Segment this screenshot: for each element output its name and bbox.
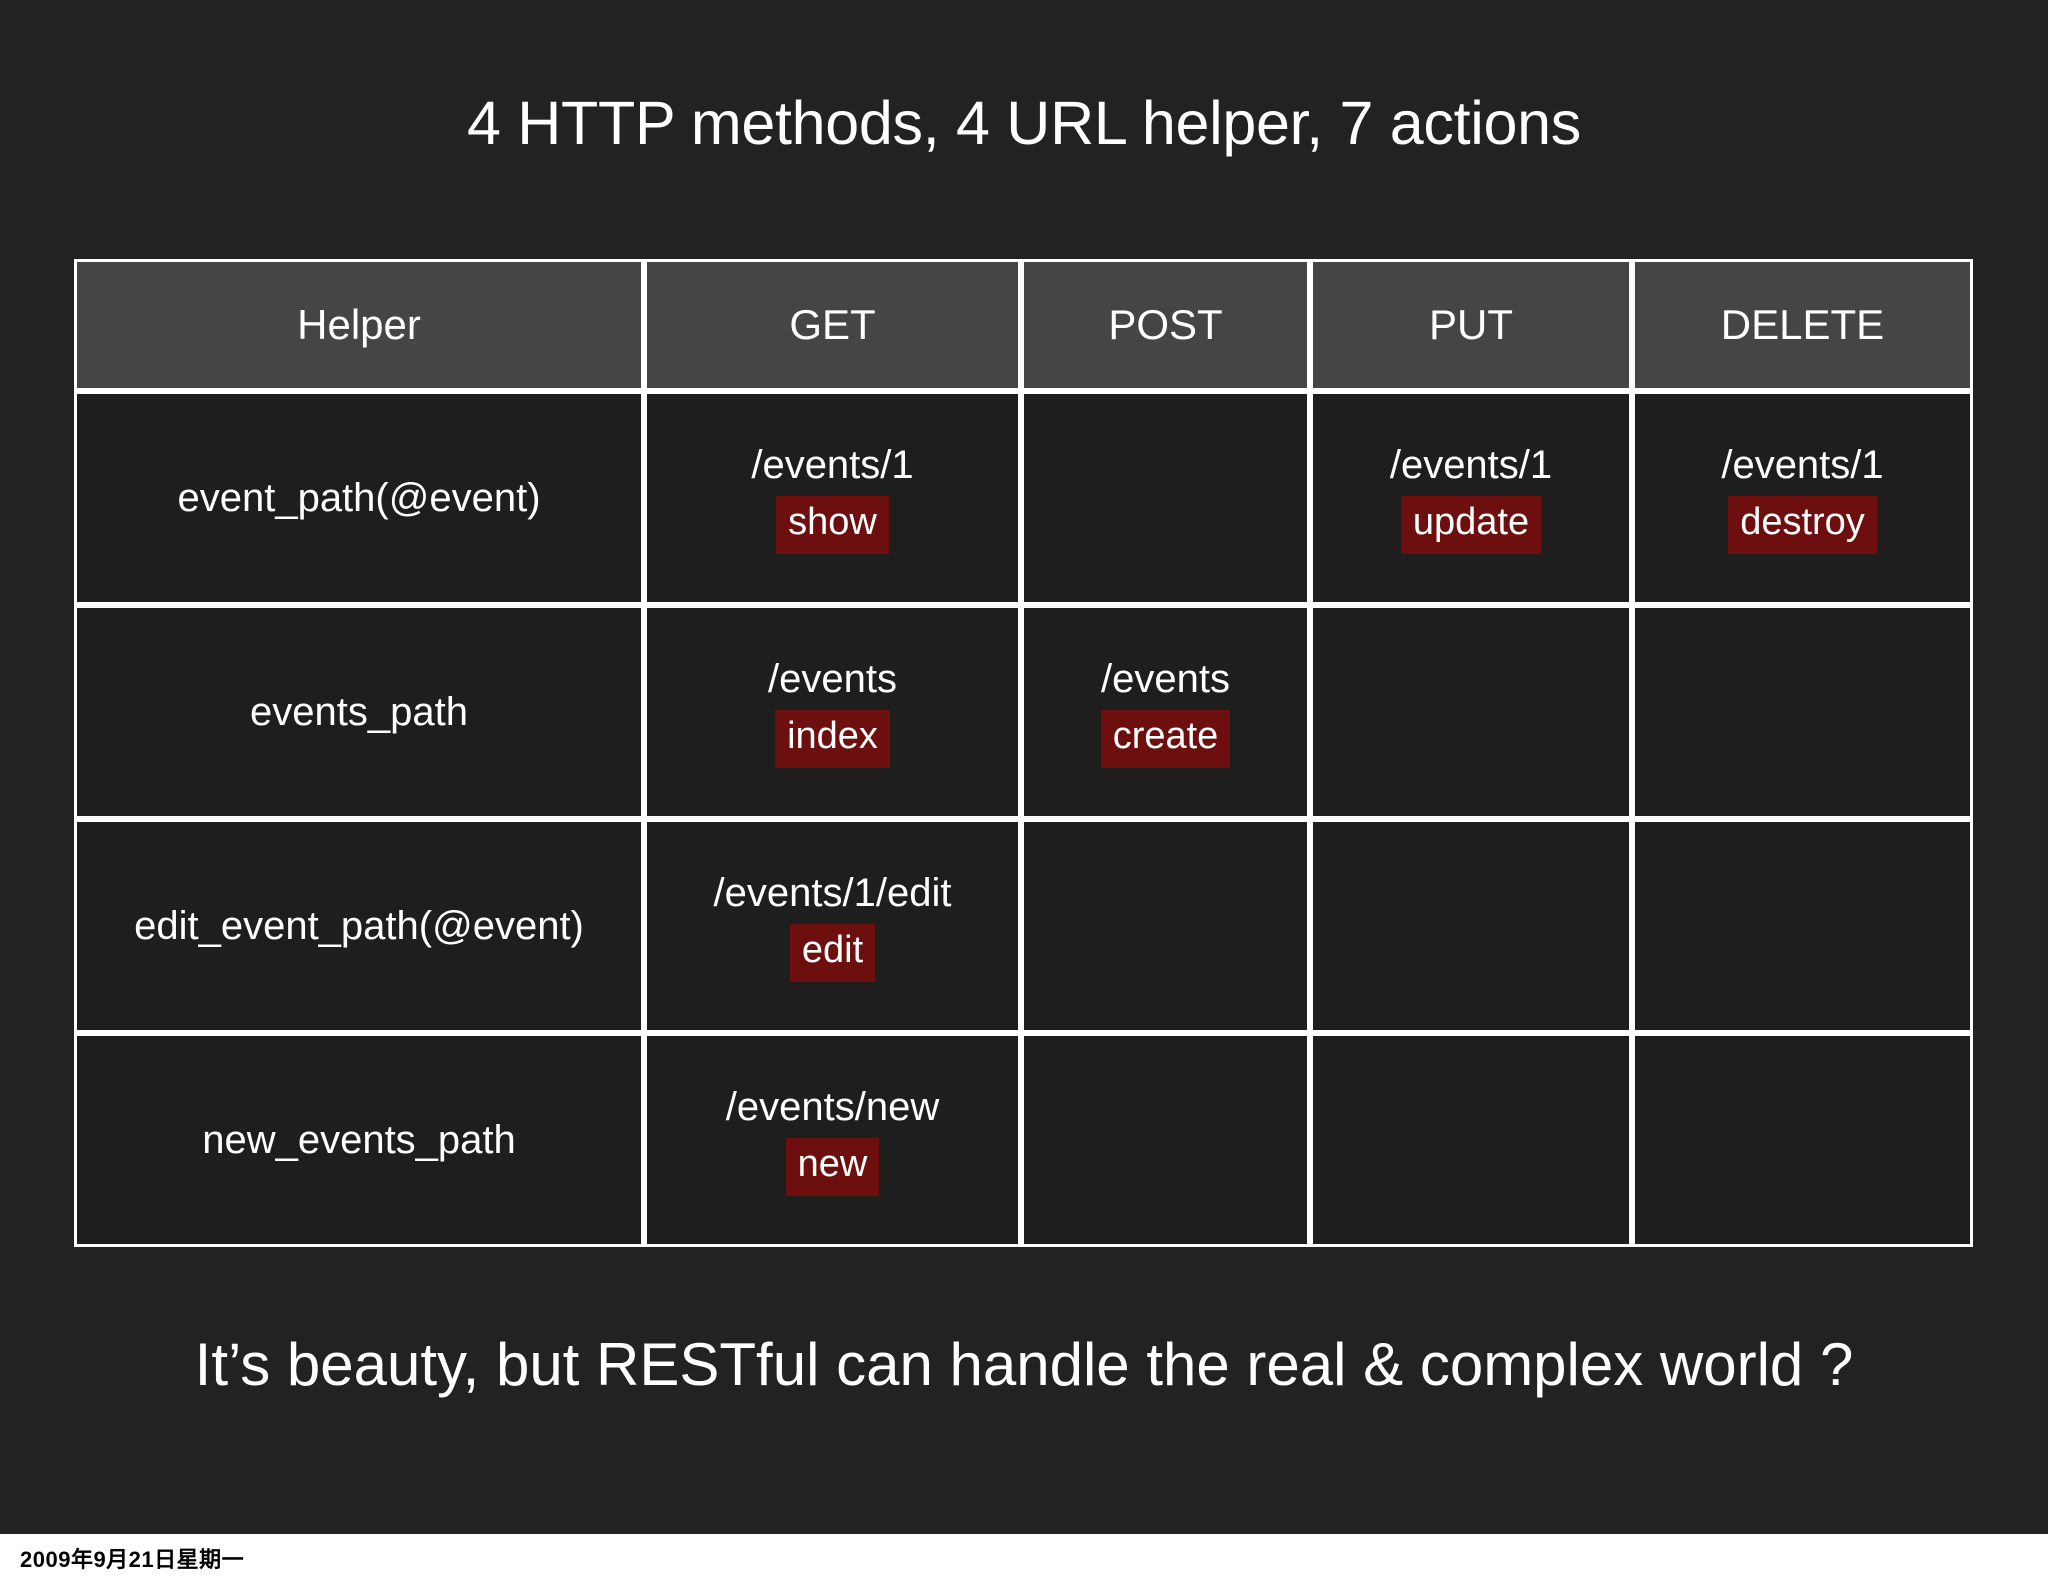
helper-label: event_path(@event)	[177, 476, 541, 520]
helper-cell: event_path(@event)	[74, 391, 644, 605]
column-header-get: GET	[644, 259, 1021, 391]
action-badge: update	[1400, 496, 1542, 554]
delete-cell	[1632, 605, 1973, 819]
route-entry: /events create	[1024, 656, 1307, 768]
footer-date: 2009年9月21日星期一	[20, 1547, 245, 1572]
route-entry: /events/1/edit edit	[647, 870, 1018, 982]
column-header-post: POST	[1021, 259, 1310, 391]
footer-bar: 2009年9月21日星期一	[0, 1534, 2048, 1576]
column-header-helper: Helper	[74, 259, 644, 391]
slide-tagline: It’s beauty, but RESTful can handle the …	[194, 1331, 1854, 1398]
route-entry: /events/1 update	[1313, 442, 1629, 554]
route-entry: /events index	[647, 656, 1018, 768]
table-header-row: Helper GET POST PUT DELETE	[74, 259, 1973, 391]
post-cell	[1021, 1033, 1310, 1247]
route-url: /events/1/edit	[713, 871, 952, 916]
get-cell: /events/new new	[644, 1033, 1021, 1247]
slide-canvas: 4 HTTP methods, 4 URL helper, 7 actions …	[0, 0, 2048, 1534]
get-cell: /events/1 show	[644, 391, 1021, 605]
route-url: /events/1	[751, 443, 914, 488]
helper-label: edit_event_path(@event)	[134, 904, 584, 948]
route-entry: /events/1 show	[647, 442, 1018, 554]
action-badge: show	[776, 496, 889, 554]
table-row: events_path /events index /events create	[74, 605, 1973, 819]
rest-routes-table-wrapper: Helper GET POST PUT DELETE event_path(@e…	[74, 259, 1973, 1247]
table-row: new_events_path /events/new new	[74, 1033, 1973, 1247]
helper-cell: new_events_path	[74, 1033, 644, 1247]
helper-label: events_path	[250, 690, 468, 734]
get-cell: /events/1/edit edit	[644, 819, 1021, 1033]
route-entry: /events/1 destroy	[1635, 442, 1970, 554]
table-row: edit_event_path(@event) /events/1/edit e…	[74, 819, 1973, 1033]
action-badge: new	[785, 1138, 880, 1196]
route-url: /events/1	[1721, 443, 1884, 488]
route-url: /events	[1101, 657, 1230, 702]
column-header-put: PUT	[1310, 259, 1632, 391]
page-title: 4 HTTP methods, 4 URL helper, 7 actions	[467, 89, 1581, 157]
get-cell: /events index	[644, 605, 1021, 819]
route-entry: /events/new new	[647, 1084, 1018, 1196]
delete-cell	[1632, 819, 1973, 1033]
put-cell: /events/1 update	[1310, 391, 1632, 605]
action-badge: create	[1100, 710, 1231, 768]
delete-cell: /events/1 destroy	[1632, 391, 1973, 605]
route-url: /events	[768, 657, 897, 702]
post-cell: /events create	[1021, 605, 1310, 819]
action-badge: index	[775, 710, 890, 768]
route-url: /events/new	[725, 1085, 940, 1130]
put-cell	[1310, 605, 1632, 819]
helper-cell: events_path	[74, 605, 644, 819]
helper-cell: edit_event_path(@event)	[74, 819, 644, 1033]
helper-label: new_events_path	[202, 1118, 516, 1162]
put-cell	[1310, 1033, 1632, 1247]
put-cell	[1310, 819, 1632, 1033]
action-badge: edit	[789, 924, 876, 982]
route-url: /events/1	[1389, 443, 1553, 488]
table-row: event_path(@event) /events/1 show /event	[74, 391, 1973, 605]
post-cell	[1021, 819, 1310, 1033]
column-header-delete: DELETE	[1632, 259, 1973, 391]
rest-routes-table: Helper GET POST PUT DELETE event_path(@e…	[74, 259, 1973, 1247]
action-badge: destroy	[1728, 496, 1877, 554]
post-cell	[1021, 391, 1310, 605]
delete-cell	[1632, 1033, 1973, 1247]
